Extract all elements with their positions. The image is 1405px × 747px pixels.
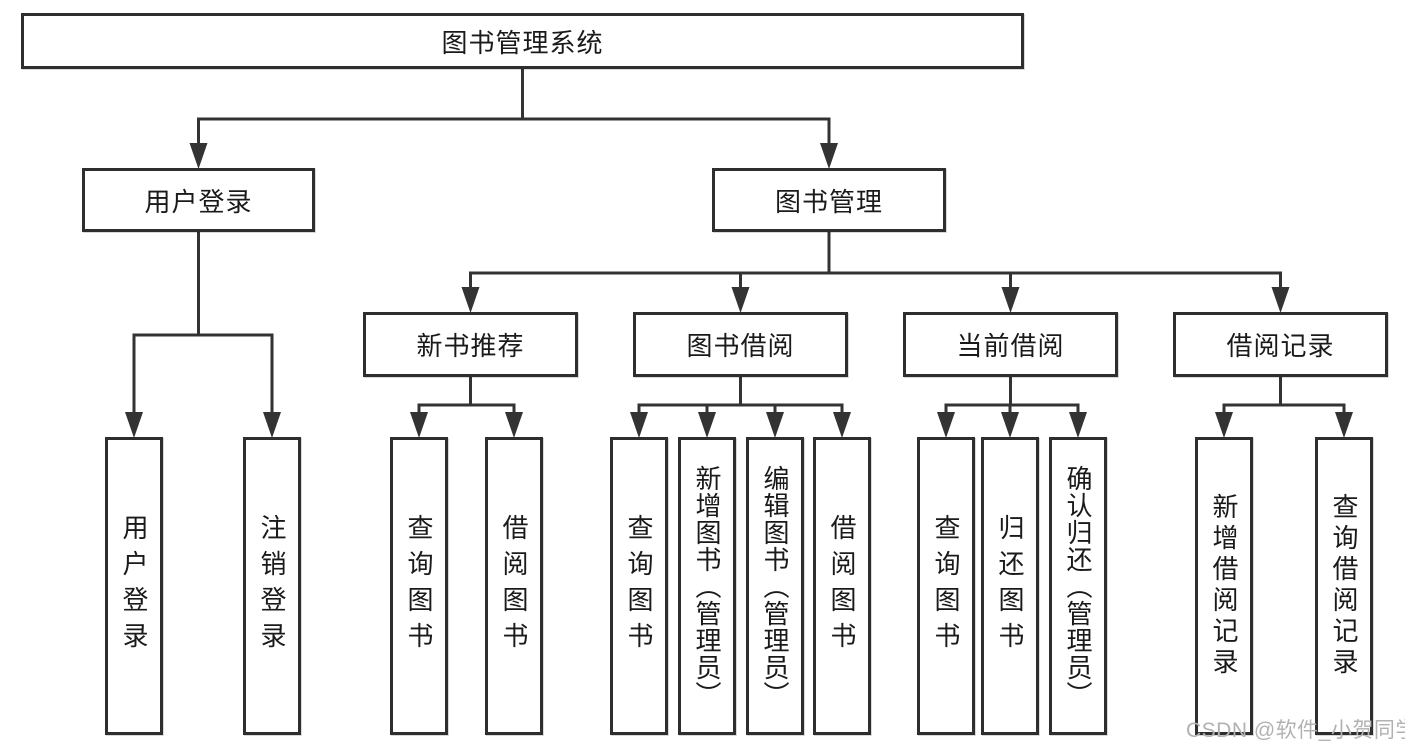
node-borrow-records: 借阅记录 — [1173, 312, 1388, 377]
node-label: 图书管理 — [774, 186, 883, 217]
node-label: 查询图书 — [624, 514, 654, 658]
node-edit-books-admin: 编辑图书（管理员） — [746, 437, 804, 735]
node-label: 借阅图书 — [499, 514, 529, 658]
node-label: 借阅记录 — [1226, 331, 1335, 361]
node-label: 新书推荐 — [416, 331, 525, 361]
node-query-borrow-record: 查询借阅记录 — [1315, 437, 1373, 735]
node-add-books-admin: 新增图书（管理员） — [678, 437, 736, 735]
node-label: 新增借阅记录 — [1209, 493, 1239, 679]
node-query-books-3: 查询图书 — [917, 437, 975, 735]
node-return-books: 归还图书 — [981, 437, 1039, 735]
node-new-book-recommend: 新书推荐 — [363, 312, 578, 377]
node-label: 图书借阅 — [686, 331, 795, 361]
node-label: 查询借阅记录 — [1329, 493, 1359, 679]
node-label: 用户登录 — [119, 514, 149, 658]
node-add-borrow-record: 新增借阅记录 — [1195, 437, 1253, 735]
node-label: 新增图书（管理员） — [692, 464, 722, 708]
node-label: 归还图书 — [995, 514, 1025, 658]
node-confirm-return-admin: 确认归还（管理员） — [1049, 437, 1107, 735]
node-user-login-leaf: 用户登录 — [105, 437, 163, 735]
node-label: 图书管理系统 — [441, 27, 604, 58]
node-label: 当前借阅 — [956, 331, 1065, 361]
node-logout-leaf: 注销登录 — [243, 437, 301, 735]
node-borrow-books-1: 借阅图书 — [485, 437, 543, 735]
node-borrow-books-2: 借阅图书 — [813, 437, 871, 735]
watermark: CSDN @软件_小贺同学 — [1186, 719, 1405, 742]
node-label: 查询图书 — [931, 514, 961, 658]
node-label: 用户登录 — [144, 186, 253, 217]
node-query-books-2: 查询图书 — [610, 437, 668, 735]
node-query-books-1: 查询图书 — [390, 437, 448, 735]
node-label: 确认归还（管理员） — [1063, 464, 1093, 708]
node-book-management: 图书管理 — [712, 168, 946, 232]
node-label: 编辑图书（管理员） — [760, 464, 790, 708]
node-label: 查询图书 — [404, 514, 434, 658]
node-book-borrow: 图书借阅 — [633, 312, 848, 377]
node-label: 注销登录 — [257, 514, 287, 658]
node-user-login: 用户登录 — [82, 168, 315, 232]
node-current-borrow: 当前借阅 — [903, 312, 1118, 377]
node-label: 借阅图书 — [827, 514, 857, 658]
node-root: 图书管理系统 — [21, 13, 1024, 69]
